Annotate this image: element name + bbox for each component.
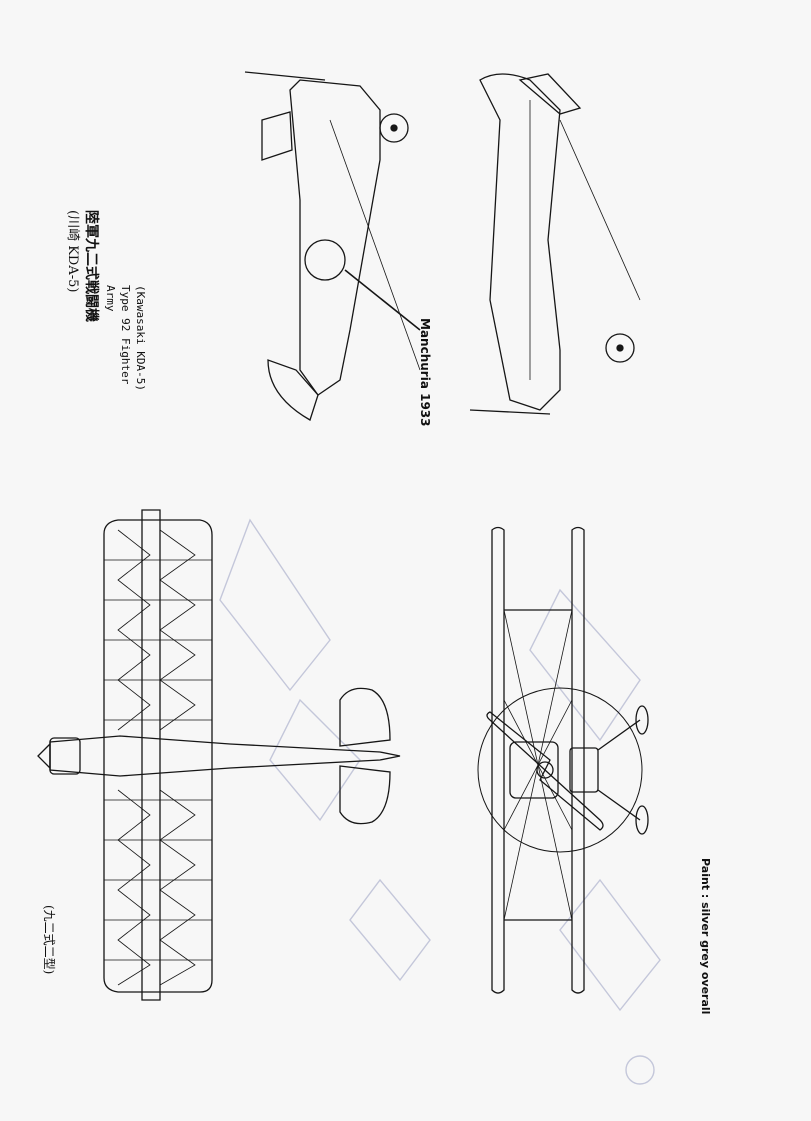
front-view-drawing [477,526,649,994]
bleed-through-artwork [219,518,661,1085]
title-japanese: 陸軍九二式戦闘機 [83,210,99,322]
variant-label: (九二式二型) [42,905,56,975]
aircraft-type-label: Type 92 Fighter [119,285,132,385]
paint-note: Paint : silver grey overall [699,858,712,1015]
side-view-upper-drawing [244,71,421,421]
service-label: Army [104,285,117,312]
side-view-lower-drawing [469,73,641,415]
subtitle-japanese: (川崎 KDA-5) [65,210,80,293]
maker-model-label: (Kawasaki KDA-5) [134,285,147,391]
top-view-drawing [37,509,401,1001]
callout-manchuria: Manchuria 1933 [418,318,432,427]
